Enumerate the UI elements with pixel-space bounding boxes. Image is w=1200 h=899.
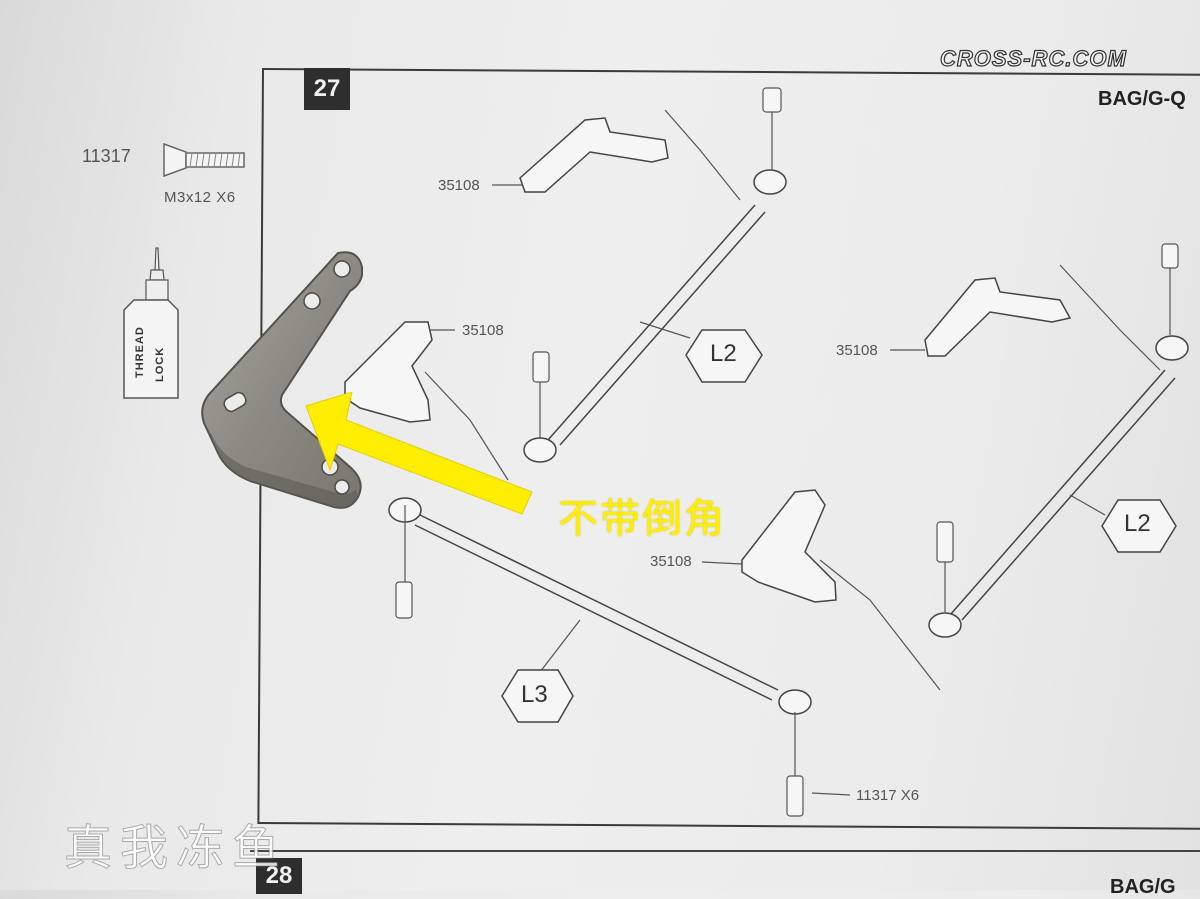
rod-callout-hex (685, 329, 763, 383)
bag-label: BAG/G-Q (1098, 88, 1186, 110)
bracket-part (344, 321, 433, 423)
screw-spec: M3x12 X6 (164, 189, 236, 206)
annotation-note: 不带倒角 (558, 496, 726, 542)
rod-label: L2 (1124, 510, 1151, 537)
bracket-part (924, 277, 1072, 357)
bracket-part (741, 489, 837, 603)
thread-lock-bottle-icon (123, 247, 179, 399)
step-number-badge: 27 (304, 68, 350, 110)
next-step-number-badge: 28 (256, 858, 302, 894)
rod-callout-hex (1101, 499, 1177, 553)
part-label: 35108 (650, 553, 692, 570)
watermark-text: 真我冻鱼 (63, 820, 289, 877)
screw-callout-label: 11317 X6 (856, 787, 920, 804)
screw-part-number: 11317 (82, 146, 131, 166)
part-label: 35108 (462, 322, 504, 339)
next-step-frame-edge (250, 850, 1200, 852)
brand-logo-text: CROSS-RC.COM (939, 45, 1127, 71)
rod-label: L3 (521, 681, 548, 708)
part-label: 35108 (836, 342, 878, 359)
rod-callout-hex (501, 669, 574, 723)
bracket-part (519, 117, 669, 193)
part-label: 35108 (438, 177, 480, 194)
screw-icon (163, 142, 245, 178)
yellow-arrow-annotation (305, 392, 533, 515)
rod-label: L2 (710, 340, 737, 367)
